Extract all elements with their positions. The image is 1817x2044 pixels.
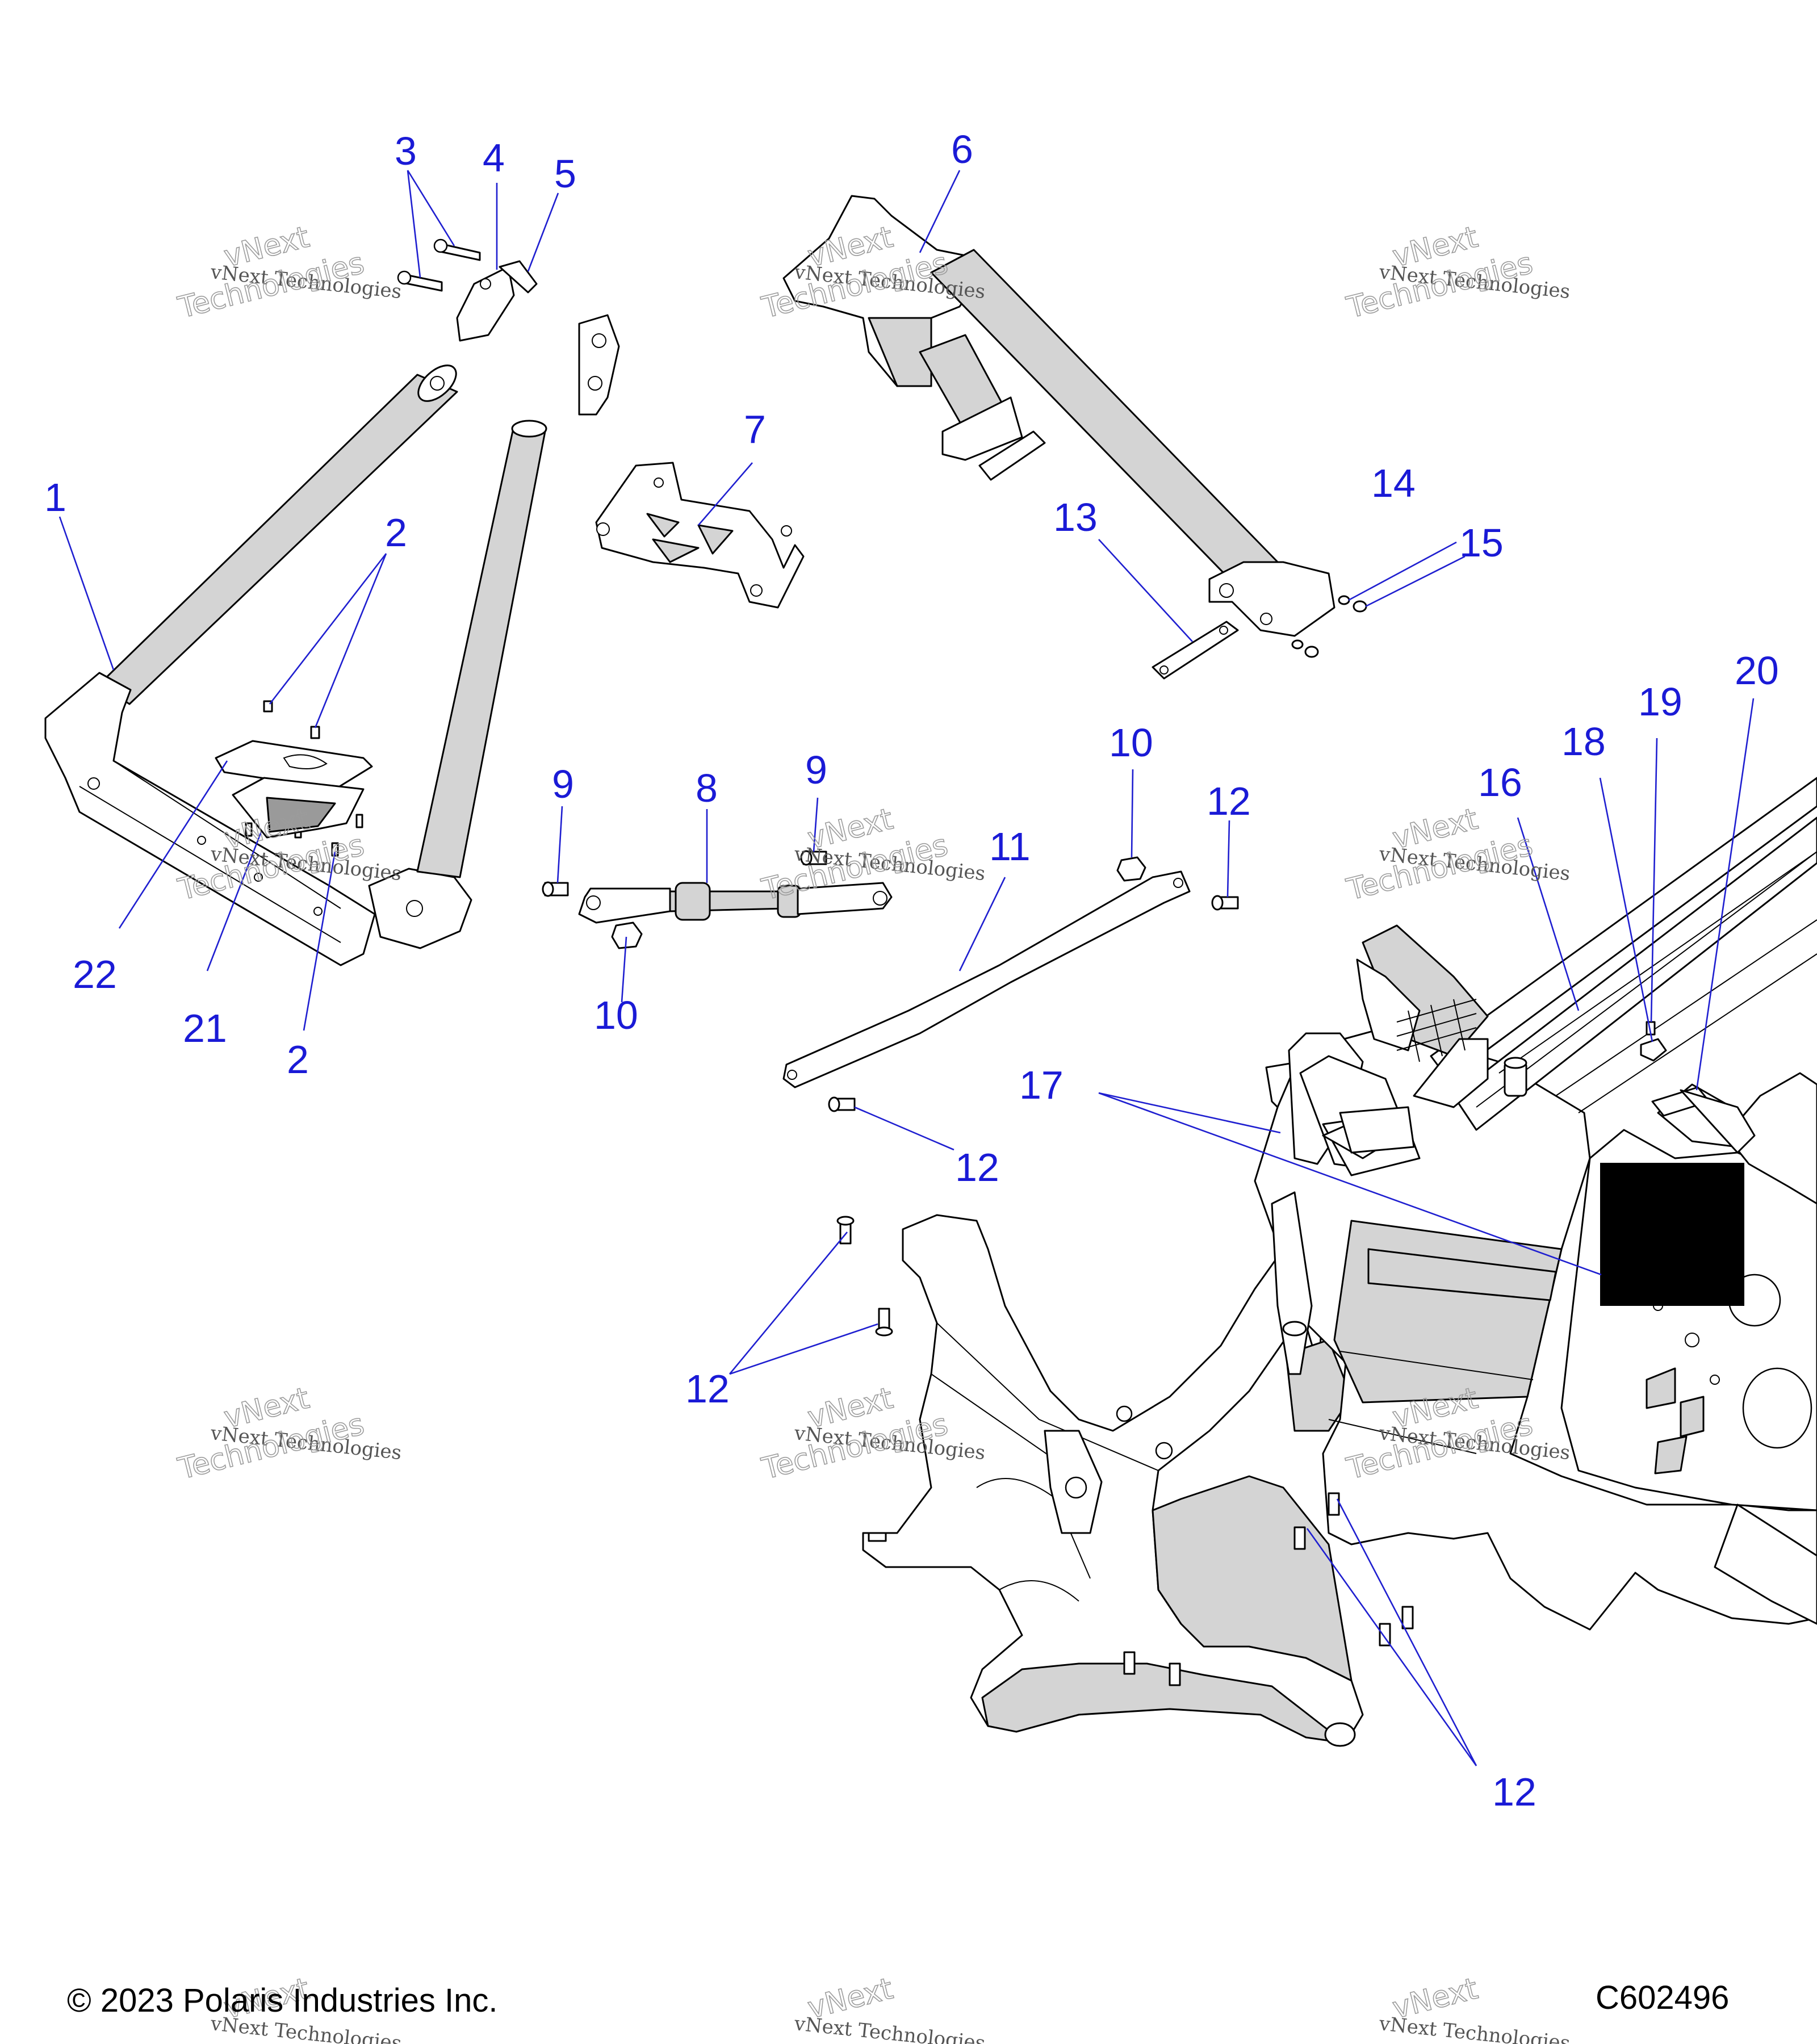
watermark-low-left: vNext vNext Technologies Technologies xyxy=(174,1381,403,1487)
callout-17: 17 xyxy=(1019,1063,1064,1107)
part-3-4-5-clamp-hardware xyxy=(397,238,620,416)
part-7-gusset-plate xyxy=(595,462,805,609)
callout-12-c: 12 xyxy=(685,1367,730,1411)
part-8-tie-rod xyxy=(578,882,893,924)
callout-16: 16 xyxy=(1478,760,1522,805)
callout-10-left: 10 xyxy=(594,993,638,1037)
part-1-front-frame-tube xyxy=(44,365,472,966)
watermark-top-right: vNext vNext Technologies Technologies xyxy=(1343,220,1571,326)
redaction-block xyxy=(1600,1163,1744,1306)
watermark-top-left: vNext vNext Technologies Technologies xyxy=(174,220,403,326)
part-22-plate xyxy=(215,740,373,790)
part-1-upright-tube xyxy=(416,420,547,878)
part-14-15-washer-nut xyxy=(1291,595,1367,658)
callout-8: 8 xyxy=(696,766,718,810)
callout-15: 15 xyxy=(1459,521,1504,565)
svg-text:vNext Technologies: vNext Technologies xyxy=(793,2012,986,2044)
part-6-cross-tube-assembly xyxy=(782,195,1335,637)
callout-9-right: 9 xyxy=(805,748,827,792)
pedal-box-grid xyxy=(1396,999,1477,1062)
part-9-bolts xyxy=(542,850,827,897)
callout-9-left: 9 xyxy=(552,762,574,806)
callout-4: 4 xyxy=(483,136,505,180)
callout-2-bottom: 2 xyxy=(287,1037,309,1082)
part-13-plate xyxy=(1152,621,1239,680)
callout-10-right: 10 xyxy=(1109,721,1153,765)
diagram-code: C602496 xyxy=(1596,1979,1729,2016)
callout-14: 14 xyxy=(1371,461,1416,505)
callout-2-top: 2 xyxy=(385,510,407,555)
leader-lines xyxy=(58,170,1755,1766)
callout-labels: 1 2 2 3 4 5 6 7 8 9 9 10 10 11 12 12 12 … xyxy=(44,127,1779,1814)
callout-13: 13 xyxy=(1053,495,1098,539)
callout-3: 3 xyxy=(395,129,417,173)
part-11-cross-brace xyxy=(782,870,1191,1088)
callout-12-a: 12 xyxy=(1207,779,1251,823)
callout-22: 22 xyxy=(73,952,117,996)
svg-text:vNext Technologies: vNext Technologies xyxy=(1378,2012,1571,2044)
callout-12-d: 12 xyxy=(1492,1770,1537,1814)
watermark-bottom-right: vNext vNext Technologies xyxy=(1378,1971,1571,2044)
callout-21: 21 xyxy=(183,1006,227,1050)
callout-7: 7 xyxy=(744,407,766,451)
part-10-nuts xyxy=(611,856,1146,949)
copyright-text: © 2023 Polaris Industries Inc. xyxy=(67,1982,497,2019)
watermark-mid-right: vNext vNext Technologies Technologies xyxy=(1343,802,1571,908)
callout-12-b: 12 xyxy=(955,1145,999,1189)
callout-19: 19 xyxy=(1638,680,1682,724)
callout-5: 5 xyxy=(554,152,576,196)
callout-20: 20 xyxy=(1735,648,1779,693)
main-frame-assembly xyxy=(862,777,1817,1747)
callout-11: 11 xyxy=(989,824,1031,869)
watermark-bottom-center: vNext vNext Technologies xyxy=(793,1971,986,2044)
callout-1: 1 xyxy=(44,475,66,520)
callout-6: 6 xyxy=(951,127,973,171)
callout-18: 18 xyxy=(1561,719,1606,764)
part-21-bracket xyxy=(232,777,365,839)
part-12-bolts xyxy=(828,895,1239,1337)
